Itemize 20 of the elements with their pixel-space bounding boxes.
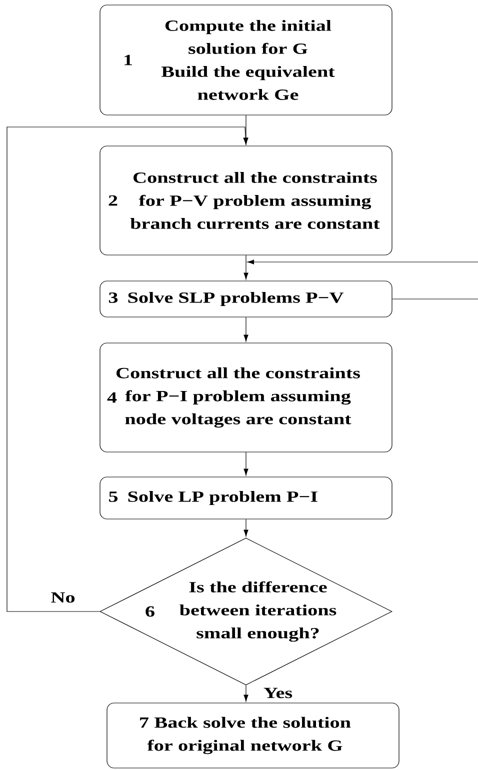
step-number: 4 [107,392,117,403]
step-number: 1 [124,54,132,66]
edge-label: Yes [262,686,294,700]
step-text: 5 Solve LP problem P−I [109,490,318,506]
edge-label: No [50,591,76,604]
step-number: 6 [146,606,154,617]
arrow [244,452,248,476]
arrow [244,255,248,280]
step-text: 7 Back solve the solution for original network G [140,716,351,754]
step-text: Compute the initial solution for G Build the equivalent network Ge [161,20,335,100]
arrow [6,126,248,612]
arrow [244,519,248,537]
step-number: 2 [108,195,118,206]
step-text: 3 Solve SLP problems P−V [108,292,344,306]
arrow [244,685,248,702]
step-text: Is the difference between iterations small enough? [180,581,336,642]
step-text: Construct all the constraints for P−V problem assuming branch currents are constant [130,172,380,229]
arrow [247,260,478,264]
step-text: Construct all the constraints for P−I problem assuming node voltages are constant [116,367,360,428]
arrow [244,317,248,342]
